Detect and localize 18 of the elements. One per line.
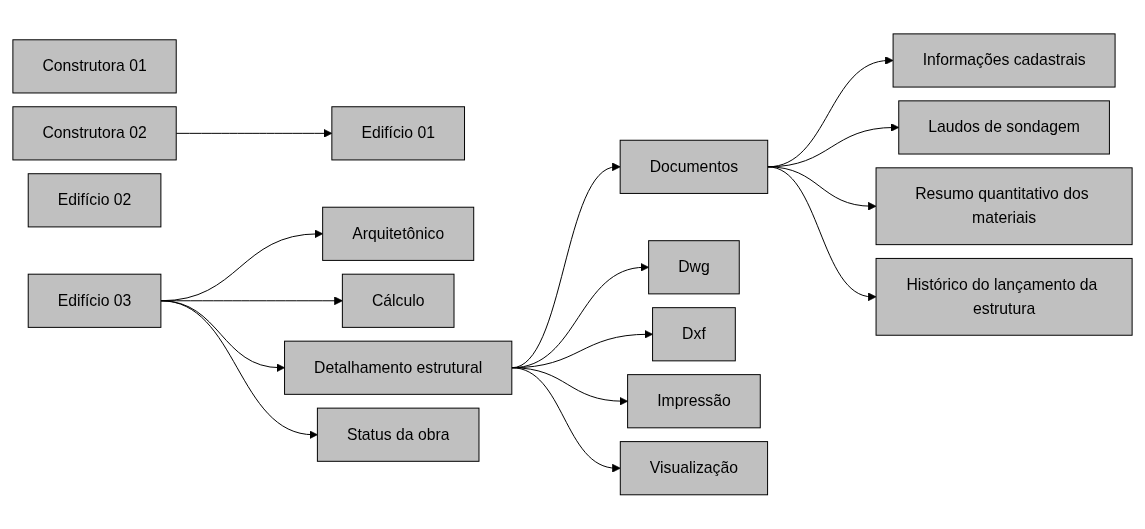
node-box: Laudos de sondagem: [898, 100, 1110, 155]
node-box: Edifício 03: [27, 273, 162, 328]
node-box: Dwg: [648, 240, 740, 295]
node-box: Histórico do lançamento da estrutura: [875, 258, 1133, 336]
node-box: Edifício 02: [27, 173, 162, 228]
node-box: Construtora 01: [12, 39, 177, 94]
node-box: Visualização: [619, 441, 769, 496]
node-box: Edifício 01: [331, 106, 465, 161]
node-box: Cálculo: [341, 273, 455, 328]
node-box: Informações cadastrais: [892, 33, 1116, 88]
node-box: Detalhamento estrutural: [284, 340, 513, 395]
node-box: Status da obra: [316, 407, 480, 462]
node-box: Dxf: [652, 307, 736, 362]
node-box: Documentos: [619, 139, 769, 195]
node-box: Impressão: [627, 374, 761, 429]
node-box: Construtora 02: [12, 106, 177, 161]
node-box: Arquitetônico: [322, 206, 475, 262]
node-box: Resumo quantitativo dos materiais: [875, 167, 1133, 246]
